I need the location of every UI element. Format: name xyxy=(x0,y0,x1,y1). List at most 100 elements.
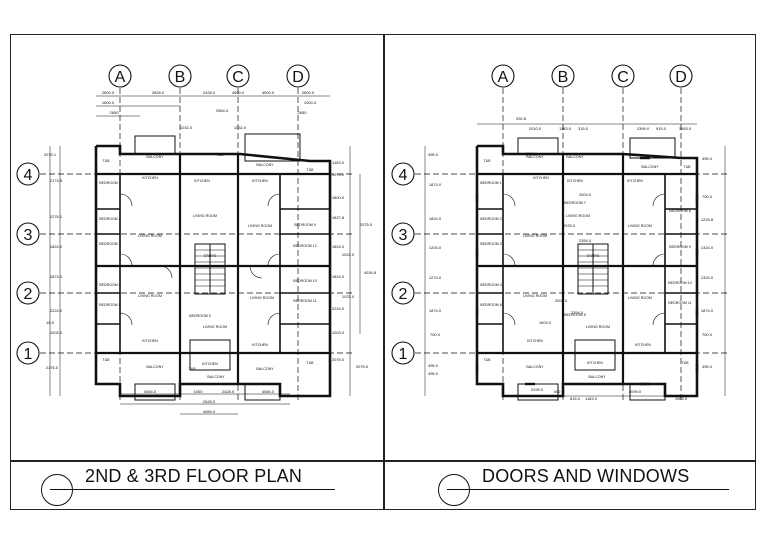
dimension-text: 1204.0 xyxy=(429,245,442,250)
doors-windows-drawing: A B C D 4 3 2 1 T&B BALCONY BALCONY BALC… xyxy=(391,64,730,401)
dimension-text: 700.0 xyxy=(702,194,713,199)
dimension-text: 4084.0 xyxy=(144,389,157,394)
grid-label-c: C xyxy=(617,69,629,86)
room-label: BEDROOM 5 xyxy=(564,313,586,317)
dimension-text: 16.5 xyxy=(46,320,55,325)
room-label: T&B xyxy=(682,361,690,365)
dimension-text: 2224.0 xyxy=(50,308,63,313)
dimension-text: 1874.0 xyxy=(429,308,442,313)
grid-label-c: C xyxy=(232,69,244,86)
left-title-underline xyxy=(50,489,335,491)
dimension-text: 4084.0 xyxy=(262,389,275,394)
grid-bubble-3 xyxy=(391,222,415,246)
dimension-text: 315.0 xyxy=(578,126,589,131)
dimension-text: 1874.0 xyxy=(429,182,442,187)
dimension-text: 2176.0 xyxy=(46,365,59,370)
room-label: LIVING ROOM xyxy=(250,296,274,300)
dimension-text: 1983.0 xyxy=(675,396,688,401)
dimension-text: 2276.1 xyxy=(50,214,63,219)
dimension-text: 1874.0 xyxy=(701,308,714,313)
room-label: BALCONY xyxy=(588,375,606,379)
grid-label-1: 1 xyxy=(24,346,33,363)
grid-bubble-a xyxy=(491,64,515,88)
grid-bubble-b xyxy=(168,64,192,88)
dimension-text: 2075.0 xyxy=(356,364,369,369)
grid-bubble-c xyxy=(226,64,250,88)
room-label: T&B xyxy=(684,165,692,169)
dimension-text: 2399.0 xyxy=(637,126,650,131)
grid-bubble-4 xyxy=(16,162,40,186)
room-label: BALCONY xyxy=(146,365,164,369)
dimension-text: 1003.0 xyxy=(332,330,345,335)
room-label: STAIRS xyxy=(204,254,217,258)
room-label: LIVING ROOM xyxy=(248,224,272,228)
dimension-text: 495.0 xyxy=(428,371,439,376)
dimension-text: 2564.0 xyxy=(216,108,229,113)
dimension-text: 1153.0 xyxy=(332,160,345,165)
room-label: BALCONY xyxy=(146,155,164,159)
grid-label-4: 4 xyxy=(24,167,33,184)
room-label: BEDROOM 6 xyxy=(480,303,502,307)
dimension-text: 1022.0 xyxy=(342,252,355,257)
dimension-text: 1824.0 xyxy=(429,216,442,221)
grid-label-a: A xyxy=(498,69,509,86)
room-label: BEDROOM 7 xyxy=(564,201,586,205)
grid-bubble-2 xyxy=(16,281,40,305)
room-label: KITCHEN xyxy=(567,179,583,183)
dimension-text: 1800.0 xyxy=(332,195,345,200)
dimension-text: 495.0 xyxy=(702,364,713,369)
room-label: BEDROOM 1 xyxy=(99,181,121,185)
room-label: T&B xyxy=(217,153,225,157)
grid-label-4: 4 xyxy=(399,167,408,184)
dimension-text: 915.0 xyxy=(656,126,667,131)
dimension-text: 2650 xyxy=(298,110,308,115)
right-title-underline xyxy=(447,489,729,491)
grid-bubble-b xyxy=(551,64,575,88)
room-label: KITCHEN xyxy=(635,343,651,347)
grid-label-2: 2 xyxy=(24,286,33,303)
room-label: BEDROOM 12 xyxy=(293,244,317,248)
room-label: BALCONY xyxy=(526,365,544,369)
dimension-text: 4500.0 xyxy=(262,90,275,95)
dimension-text: 1874.0 xyxy=(50,274,63,279)
grid-bubble-d xyxy=(286,64,310,88)
grid-label-2: 2 xyxy=(399,286,408,303)
room-label: BEDROOM 3 xyxy=(99,242,121,246)
room-label: KITCHEN xyxy=(252,343,268,347)
room-label: BEDROOM 4 xyxy=(480,283,502,287)
grid-label-b: B xyxy=(175,69,186,86)
dimension-text: 2224.0 xyxy=(332,306,345,311)
dimension-text: 1983.0 xyxy=(679,126,692,131)
dimension-text: 2650 xyxy=(110,110,120,115)
grid-bubble-3 xyxy=(16,222,40,246)
dimension-text: 2354.0 xyxy=(571,310,584,315)
room-label: BALCONY xyxy=(641,165,659,169)
dimension-text: 2075.1 xyxy=(44,152,57,157)
room-label: LIVING ROOM xyxy=(203,325,227,329)
grid-label-a: A xyxy=(115,69,126,86)
dimension-text: 1183.0 xyxy=(559,126,572,131)
room-label: LIVING ROOM xyxy=(523,234,547,238)
room-label: BEDROOM 10 xyxy=(668,281,692,285)
dimension-text: 2075.0 xyxy=(360,222,373,227)
room-label: KITCHEN xyxy=(527,339,543,343)
room-label: T&B xyxy=(103,159,111,163)
room-label: BEDROOM 2 xyxy=(99,217,121,221)
dimension-text: 1600.0 xyxy=(102,100,115,105)
dimension-text: 1000 xyxy=(194,389,204,394)
room-label: T&B xyxy=(484,159,492,163)
grid-bubble-d xyxy=(669,64,693,88)
dimension-text: 2299.0 xyxy=(531,387,544,392)
dimension-text: 2828.0 xyxy=(152,90,165,95)
dimension-text: 815.0 xyxy=(570,396,581,401)
room-label: BALCONY xyxy=(526,155,544,159)
grid-label-d: D xyxy=(292,69,304,86)
room-label: KITCHEN xyxy=(142,176,158,180)
room-label: BEDROOM 5 xyxy=(189,314,211,318)
room-label: BALCONY xyxy=(566,155,584,159)
dimension-text: 1000.0 xyxy=(304,100,317,105)
room-label: BEDROOM 8 xyxy=(669,209,691,213)
grid-bubble-1 xyxy=(16,341,40,365)
room-label: T&B xyxy=(103,358,111,362)
dimension-text: 2800.0 xyxy=(302,90,315,95)
